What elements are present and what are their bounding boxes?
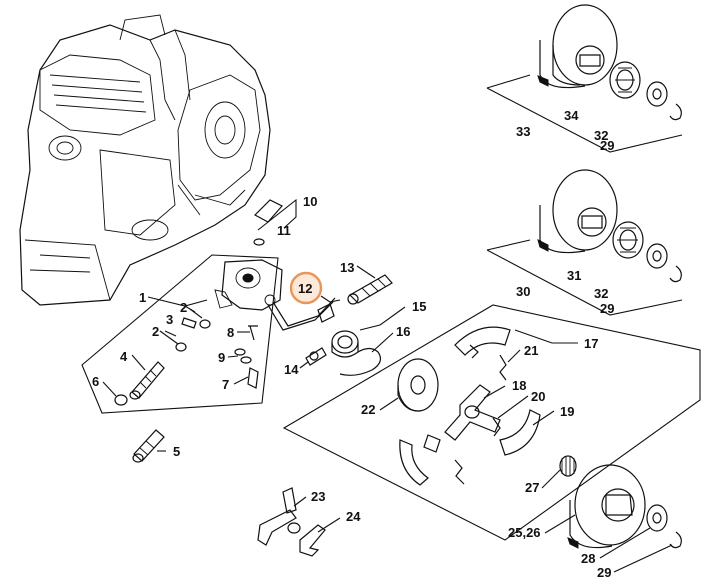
callout-24: 24 — [346, 509, 361, 524]
callout-labels: 1 2 2 3 4 5 6 7 8 9 10 11 12 13 14 15 16… — [92, 108, 614, 580]
spring-small — [454, 459, 465, 485]
part-7 — [247, 367, 259, 389]
highlight-ring — [289, 271, 323, 305]
callout-2: 2 — [180, 300, 187, 315]
callout-18: 18 — [512, 378, 526, 393]
tool-24 — [299, 524, 326, 557]
leader-group-b — [486, 239, 683, 316]
callout-8: 8 — [227, 325, 234, 340]
callout-33: 33 — [516, 124, 530, 139]
engine-housing-illustration — [19, 14, 271, 306]
clutch-drum-33 — [537, 4, 618, 89]
callout-15: 15 — [412, 299, 426, 314]
oil-pump-illustration — [214, 259, 283, 311]
worm-gear-5 — [132, 429, 165, 463]
spring-21 — [499, 354, 507, 381]
e-clip-29c — [669, 531, 682, 549]
plug-3 — [181, 317, 197, 329]
callout-20: 20 — [531, 389, 545, 404]
callout-29: 29 — [600, 138, 614, 153]
washer-2a — [199, 319, 211, 329]
callout-22: 22 — [361, 402, 375, 417]
callout-29: 29 — [597, 565, 611, 580]
needle-cage-27 — [559, 455, 577, 477]
callout-31: 31 — [567, 268, 581, 283]
callout-leaders — [102, 265, 673, 573]
callout-32: 32 — [594, 286, 608, 301]
callout-1: 1 — [139, 290, 146, 305]
callout-11: 11 — [277, 223, 291, 238]
callout-9: 9 — [218, 350, 225, 365]
callout-17: 17 — [584, 336, 598, 351]
callout-28: 28 — [581, 551, 595, 566]
e-clip-29b — [669, 265, 682, 283]
clutch-drum-30 — [537, 169, 618, 254]
clutch-carrier-18 — [444, 384, 501, 441]
filler-cap-15 — [331, 330, 359, 358]
clutch-drum-25-26 — [567, 464, 646, 549]
callout-27: 27 — [525, 480, 539, 495]
callout-13: 13 — [340, 260, 354, 275]
callout-29: 29 — [600, 301, 614, 316]
leader-10-11 — [257, 198, 297, 231]
callout-7: 7 — [222, 377, 229, 392]
e-clip-29a — [669, 103, 682, 121]
washer-28 — [646, 504, 668, 532]
part-8 — [248, 325, 258, 341]
clutch-group-outline — [282, 304, 701, 541]
washer-2b — [175, 342, 187, 352]
callout-16: 16 — [396, 324, 410, 339]
clutch-shoe-upper — [454, 326, 511, 359]
washer-32b — [646, 243, 668, 269]
sprocket-34 — [609, 61, 641, 99]
callout-5: 5 — [173, 444, 180, 459]
o-ring-9b — [240, 356, 252, 364]
callout-30: 30 — [516, 284, 530, 299]
sprocket-31 — [612, 221, 644, 259]
clutch-shoe-19 — [499, 409, 541, 456]
callout-10: 10 — [303, 194, 317, 209]
callout-4: 4 — [120, 349, 128, 364]
oil-line-12 — [267, 297, 336, 331]
cover-22 — [397, 358, 439, 412]
callout-21: 21 — [524, 343, 538, 358]
washer-32a — [646, 81, 668, 107]
callout-19: 19 — [560, 404, 574, 419]
part-6 — [114, 394, 128, 406]
o-ring-11 — [253, 238, 265, 246]
screw-14 — [305, 347, 327, 366]
nipple-13 — [347, 274, 393, 305]
callout-34: 34 — [564, 108, 579, 123]
left-assembly-outline — [81, 254, 279, 414]
callout-3: 3 — [166, 312, 173, 327]
callout-12: 12 — [298, 281, 312, 296]
callout-23: 23 — [311, 489, 325, 504]
clutch-shoe-lower — [399, 434, 441, 486]
callout-6: 6 — [92, 374, 99, 389]
callout-25-26: 25,26 — [508, 525, 541, 540]
spring-20 — [492, 417, 501, 437]
callout-14: 14 — [284, 362, 299, 377]
worm-gear-4 — [129, 361, 165, 400]
strap-16 — [339, 347, 382, 376]
callout-32: 32 — [594, 128, 608, 143]
part-10 — [254, 199, 283, 223]
o-ring-9a — [234, 348, 246, 356]
tool-23 — [257, 487, 301, 546]
callout-2: 2 — [152, 324, 159, 339]
leader-group-a — [486, 74, 683, 153]
